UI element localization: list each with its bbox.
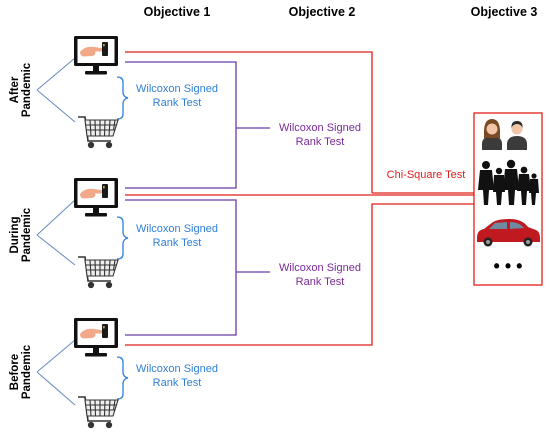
obj1-test-during-line2: Rank Test bbox=[153, 237, 202, 249]
period-before-line2: Pandemic bbox=[21, 344, 33, 399]
period-before-line1: Before bbox=[9, 354, 21, 390]
shopping-cart-icon bbox=[77, 116, 119, 149]
shopping-cart-icon bbox=[77, 396, 119, 429]
obj3-test-label: Chi-Square Test bbox=[387, 169, 466, 181]
period-connectors bbox=[36, 57, 76, 406]
online-payment-monitor-icon bbox=[74, 178, 118, 217]
objective-2-connectors bbox=[125, 61, 270, 336]
online-payment-monitor-icon bbox=[74, 36, 118, 75]
people-icon bbox=[482, 119, 527, 150]
period-during-line2: Pandemic bbox=[21, 207, 33, 262]
more-categories-ellipsis: • • • bbox=[494, 256, 523, 276]
car-icon bbox=[477, 219, 540, 247]
obj2-test-lower-line2: Rank Test bbox=[296, 276, 345, 288]
shopping-cart-icon bbox=[77, 256, 119, 289]
obj2-test-upper-line1: Wilcoxon Signed bbox=[279, 122, 361, 134]
obj1-test-before-line2: Rank Test bbox=[153, 377, 202, 389]
objective-3-header: Objective 3 bbox=[471, 5, 538, 19]
period-after-line2: Pandemic bbox=[21, 62, 33, 117]
objective-2-header: Objective 2 bbox=[289, 5, 356, 19]
obj1-test-before-line1: Wilcoxon Signed bbox=[136, 363, 218, 375]
objective-3-connectors bbox=[125, 51, 474, 346]
obj1-test-after-line2: Rank Test bbox=[153, 97, 202, 109]
objective-1-braces bbox=[116, 76, 129, 400]
online-payment-monitor-icon bbox=[74, 318, 118, 357]
obj2-test-upper-line2: Rank Test bbox=[296, 136, 345, 148]
period-after-line1: After bbox=[9, 76, 21, 103]
family-silhouette-icon bbox=[478, 159, 539, 205]
obj1-test-after-line1: Wilcoxon Signed bbox=[136, 83, 218, 95]
obj2-test-lower-line1: Wilcoxon Signed bbox=[279, 262, 361, 274]
period-during-line1: During bbox=[9, 216, 21, 253]
objective-1-header: Objective 1 bbox=[144, 5, 211, 19]
obj1-test-during-line1: Wilcoxon Signed bbox=[136, 223, 218, 235]
